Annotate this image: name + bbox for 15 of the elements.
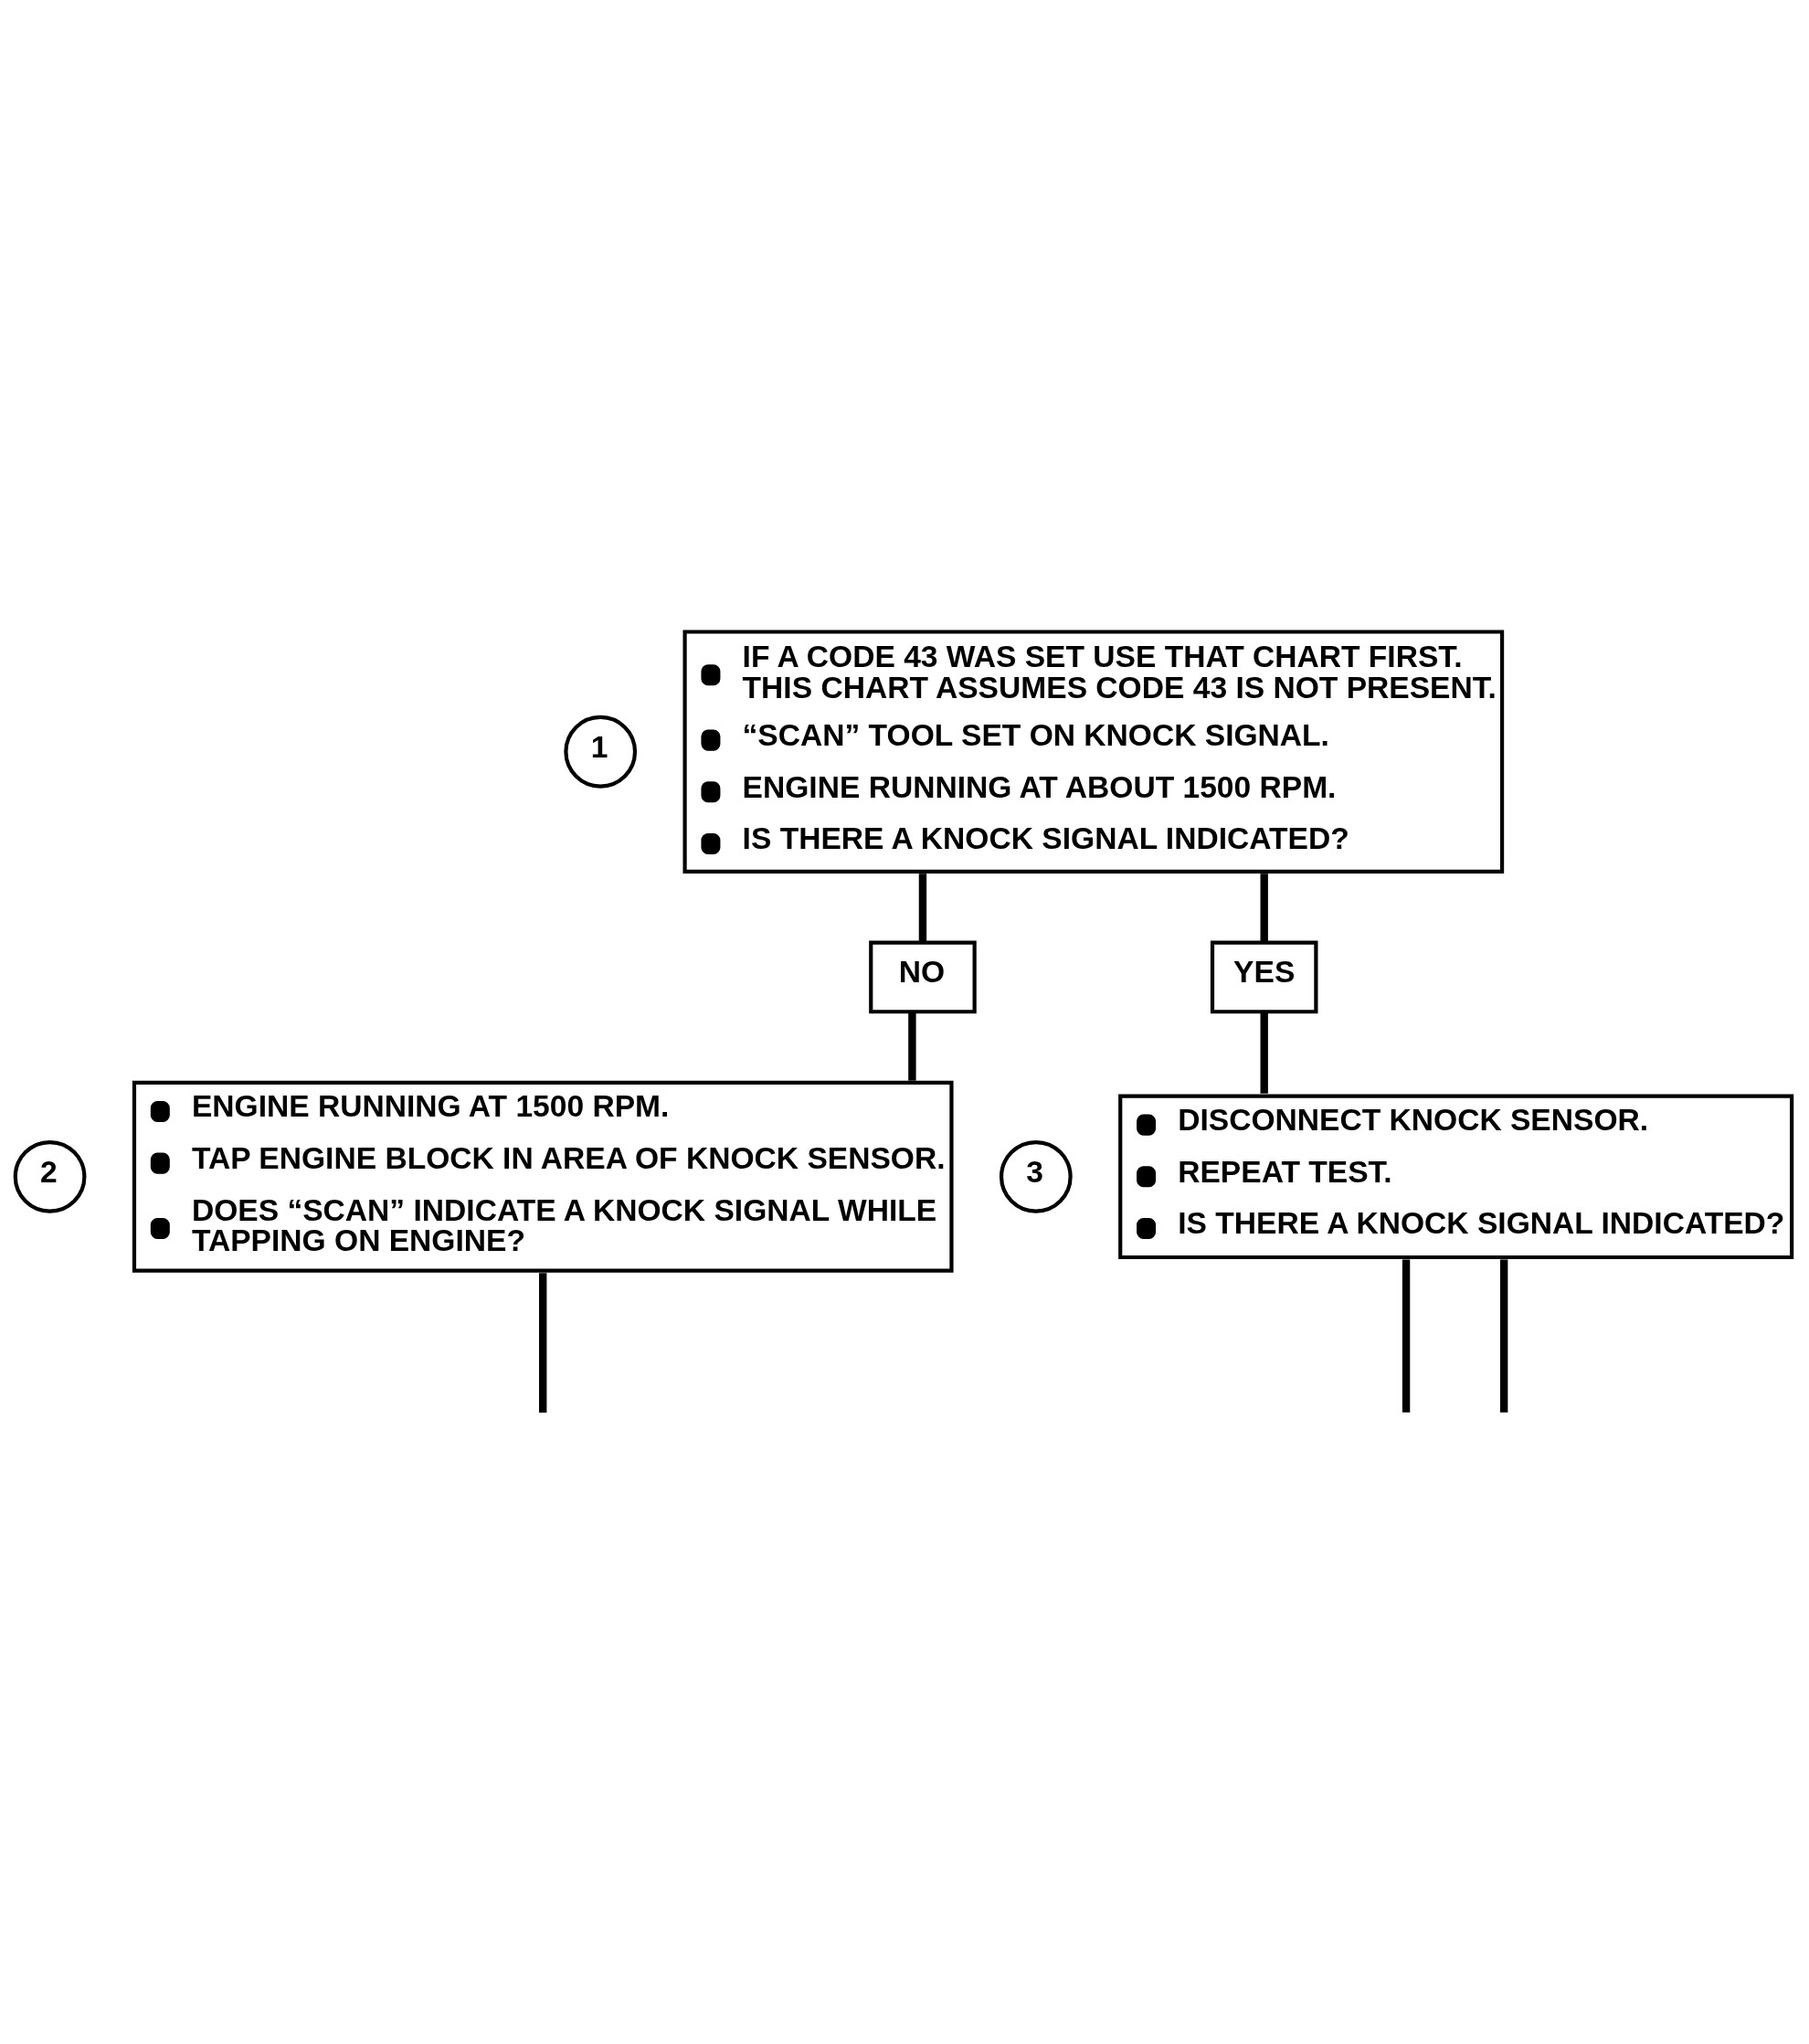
node-label: 2 <box>40 1154 58 1189</box>
connector <box>1402 1259 1411 1413</box>
node-box: ENGINE RUNNING AT 1500 RPM. TAP ENGINE BLOCK IN AREA OF KNOCK SENSOR. DOES “SCAN” INDICATE A KNOCK SIGNAL WHILE TAPPING ON ENGINE? <box>132 1080 954 1273</box>
connector <box>539 1273 547 1413</box>
node-box: NO <box>869 940 977 1014</box>
node-label: 3 <box>1026 1154 1044 1189</box>
connector <box>1260 1011 1268 1094</box>
connector <box>1260 874 1268 943</box>
node-label: 1 <box>590 729 608 764</box>
node-box: DISCONNECT KNOCK SENSOR. REPEAT TEST. IS THERE A KNOCK SIGNAL INDICATED? <box>1118 1094 1794 1260</box>
connector <box>1499 1259 1508 1413</box>
node-box: YES <box>1210 940 1318 1014</box>
connector <box>908 1011 916 1081</box>
connector <box>918 874 927 943</box>
node-box: IF A CODE 43 WAS SET USE THAT CHART FIRST. THIS CHART ASSUMES CODE 43 IS NOT PRESENT. “SCAN” TOOL SET ON KNOCK SIGNAL. ENGINE RUNNING AT ABOUT 1500 RPM. IS THERE A KNOCK SIGNAL INDICATED? <box>682 630 1505 874</box>
